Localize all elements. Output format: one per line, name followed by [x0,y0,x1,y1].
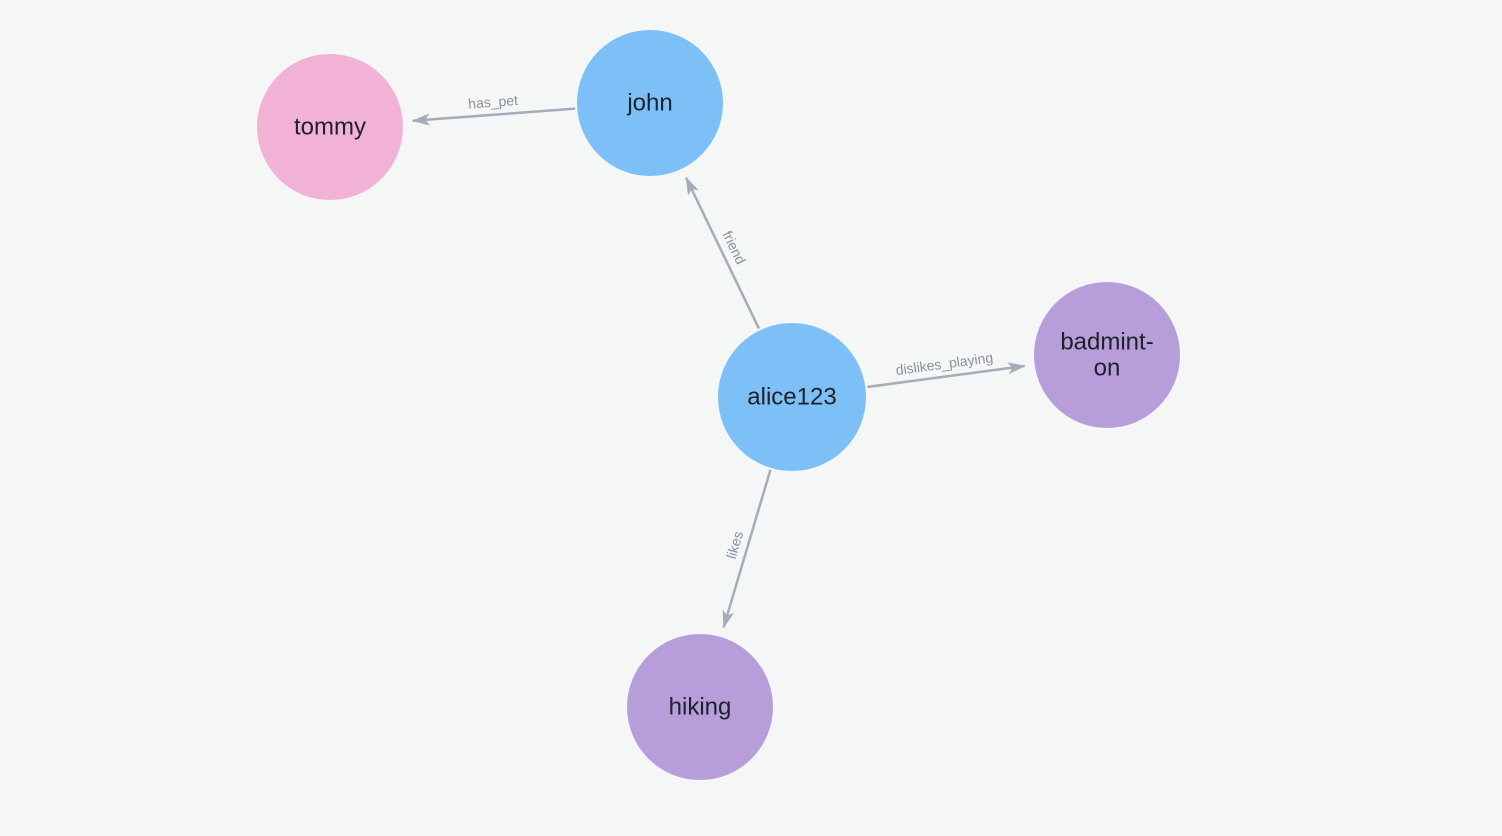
nodes-layer: tommy john alice123 badmint-on hiking [257,30,1180,780]
node-label: tommy [294,114,366,141]
node-label: john [626,90,672,117]
edge-label: has_pet [468,92,519,112]
node-tommy[interactable]: tommy [257,54,403,200]
edge-has_pet[interactable]: has_pet [411,92,576,126]
node-circle [627,634,773,780]
edge-line [684,176,761,330]
edge-label: likes [723,529,746,560]
node-label: hiking [669,694,732,721]
node-label: alice123 [747,384,836,411]
node-circle [577,30,723,176]
node-hiking[interactable]: hiking [627,634,773,780]
edge-line [867,362,1026,389]
node-circle [718,323,866,471]
node-circle [1034,282,1180,428]
node-badminton[interactable]: badmint-on [1034,282,1180,428]
node-alice123[interactable]: alice123 [718,323,866,471]
node-john[interactable]: john [577,30,723,176]
edge-likes[interactable]: likes [722,469,772,629]
edge-line [411,107,576,126]
edge-line [722,469,772,629]
node-circle [257,54,403,200]
node-label: badmint-on [1060,329,1153,382]
